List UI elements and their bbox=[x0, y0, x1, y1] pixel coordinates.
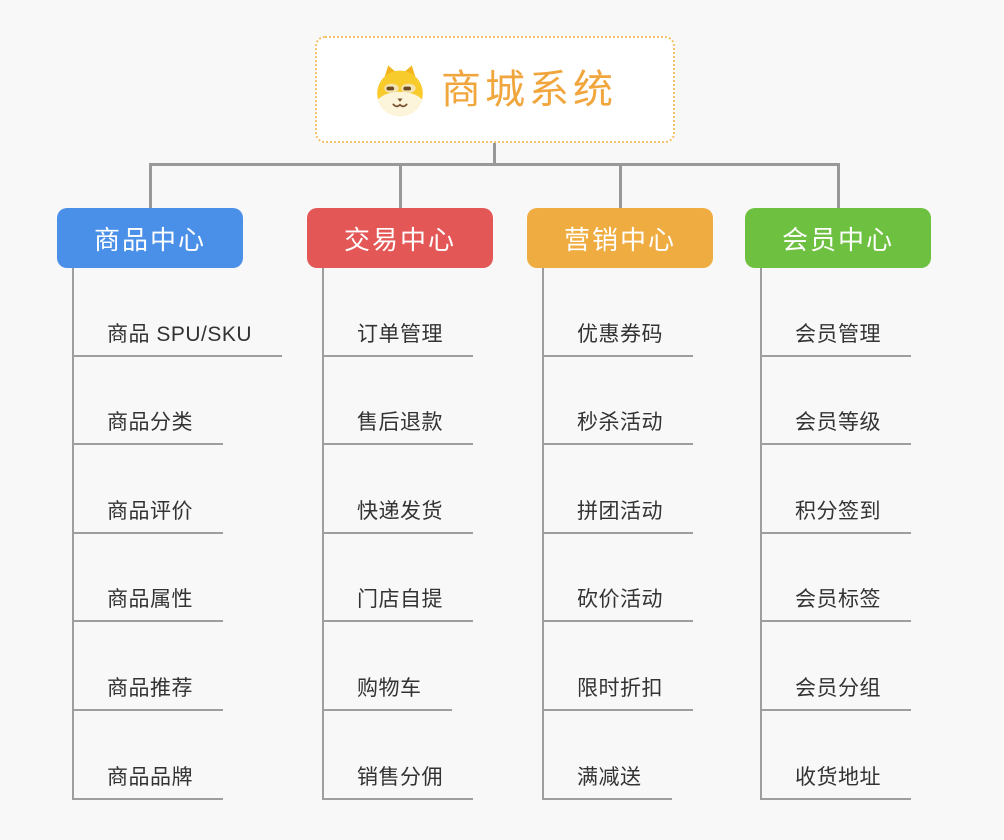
leaf-node[interactable]: 秒杀活动 bbox=[544, 357, 693, 446]
root-title: 商城系统 bbox=[441, 67, 617, 112]
leaf-node[interactable]: 会员分组 bbox=[762, 622, 911, 711]
connector-drop-products bbox=[149, 163, 152, 209]
leaf-node[interactable]: 售后退款 bbox=[324, 357, 473, 446]
connector-drop-members bbox=[837, 163, 840, 209]
leaf-node[interactable]: 商品分类 bbox=[74, 357, 223, 446]
dog-icon bbox=[373, 63, 427, 117]
connector-horizontal-bar bbox=[149, 163, 839, 166]
branch-node-product-center[interactable]: 商品中心 bbox=[57, 208, 243, 268]
connector-drop-trade bbox=[399, 163, 402, 209]
leaf-node[interactable]: 限时折扣 bbox=[544, 622, 693, 711]
connector-root-stub bbox=[493, 143, 496, 164]
root-node[interactable]: 商城系统 bbox=[315, 36, 675, 143]
branch-children-product-center: 商品 SPU/SKU 商品分类 商品评价 商品属性 商品推荐 商品品牌 bbox=[72, 268, 283, 800]
branch-children-member-center: 会员管理 会员等级 积分签到 会员标签 会员分组 收货地址 bbox=[760, 268, 911, 800]
leaf-node[interactable]: 订单管理 bbox=[324, 268, 473, 357]
leaf-node[interactable]: 商品属性 bbox=[74, 534, 223, 623]
leaf-node[interactable]: 优惠券码 bbox=[544, 268, 693, 357]
leaf-node[interactable]: 收货地址 bbox=[762, 711, 911, 800]
branch-node-marketing-center[interactable]: 营销中心 bbox=[527, 208, 713, 268]
leaf-node[interactable]: 购物车 bbox=[324, 622, 452, 711]
branch-children-marketing-center: 优惠券码 秒杀活动 拼团活动 砍价活动 限时折扣 满减送 bbox=[542, 268, 693, 800]
leaf-node[interactable]: 商品推荐 bbox=[74, 622, 223, 711]
leaf-node[interactable]: 商品品牌 bbox=[74, 711, 223, 800]
leaf-node[interactable]: 满减送 bbox=[544, 711, 672, 800]
leaf-node[interactable]: 会员标签 bbox=[762, 534, 911, 623]
branch-children-trade-center: 订单管理 售后退款 快递发货 门店自提 购物车 销售分佣 bbox=[322, 268, 473, 800]
leaf-node[interactable]: 销售分佣 bbox=[324, 711, 473, 800]
leaf-node[interactable]: 商品 SPU/SKU bbox=[74, 268, 283, 357]
branch-node-trade-center[interactable]: 交易中心 bbox=[307, 208, 493, 268]
leaf-node[interactable]: 砍价活动 bbox=[544, 534, 693, 623]
connector-drop-marketing bbox=[619, 163, 622, 209]
leaf-node[interactable]: 会员等级 bbox=[762, 357, 911, 446]
branch-node-member-center[interactable]: 会员中心 bbox=[745, 208, 931, 268]
leaf-node[interactable]: 商品评价 bbox=[74, 445, 223, 534]
leaf-node[interactable]: 门店自提 bbox=[324, 534, 473, 623]
leaf-node[interactable]: 会员管理 bbox=[762, 268, 911, 357]
leaf-node[interactable]: 拼团活动 bbox=[544, 445, 693, 534]
leaf-node[interactable]: 快递发货 bbox=[324, 445, 473, 534]
leaf-node[interactable]: 积分签到 bbox=[762, 445, 911, 534]
